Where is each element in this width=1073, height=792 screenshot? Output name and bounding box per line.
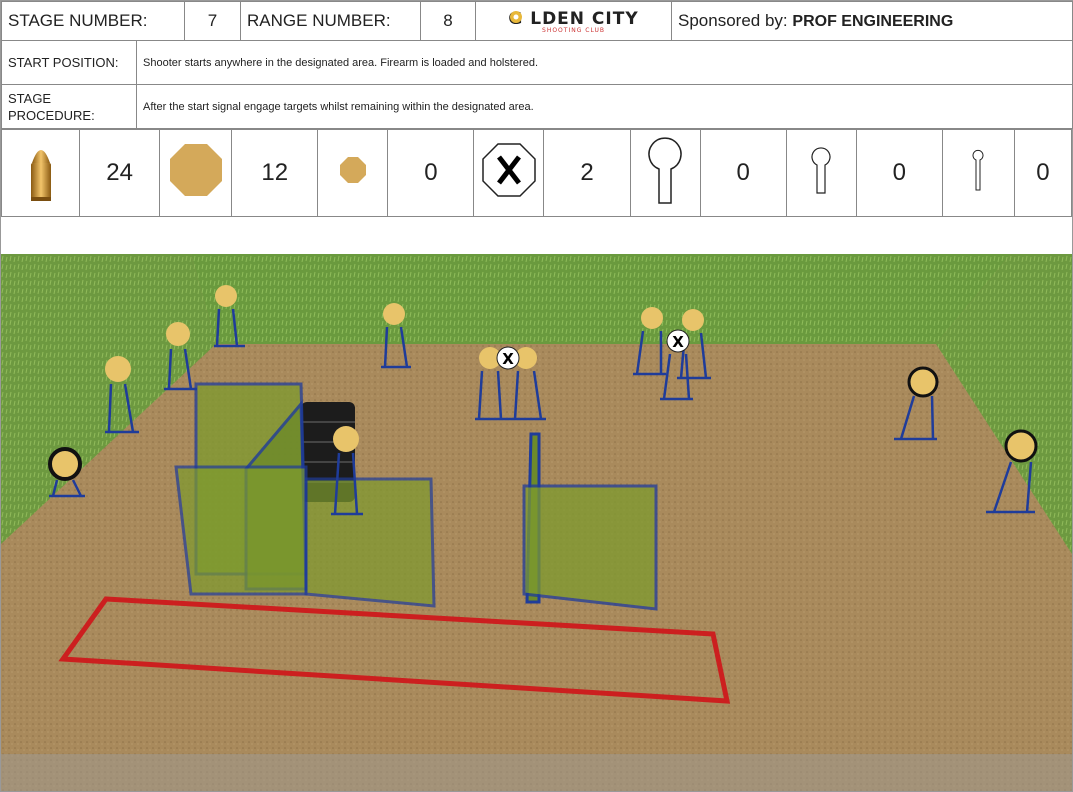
- large-keyhole-target-icon: [630, 130, 700, 217]
- club-logo-text: G LDEN CITY: [508, 9, 638, 29]
- back-berm: [191, 254, 1011, 344]
- bullet-count: 24: [80, 130, 160, 217]
- no-shoot-target-icon: [474, 130, 544, 217]
- stage-header-table: STAGE NUMBER: 7 RANGE NUMBER: 8 G LDEN C…: [1, 1, 1073, 129]
- sponsor-label: Sponsored by:: [678, 11, 788, 30]
- medium-keyhole-target-icon: [786, 130, 856, 217]
- stage-procedure-text: After the start signal engage targets wh…: [137, 85, 1073, 129]
- medium-keyhole-target-count: 0: [856, 130, 942, 217]
- logo-target-icon: [509, 10, 523, 24]
- stage-procedure-label: STAGE PROCEDURE:: [2, 85, 137, 129]
- no-shoot-target-count: 2: [544, 130, 630, 217]
- large-steel-plate-count: 12: [232, 130, 318, 217]
- start-position-label: START POSITION:: [2, 41, 137, 85]
- svg-text:X: X: [502, 350, 514, 368]
- small-steel-plate-icon: [318, 130, 388, 217]
- svg-text:X: X: [672, 333, 684, 351]
- stage-diagram: X X: [1, 254, 1072, 791]
- stage-number-label: STAGE NUMBER:: [2, 2, 185, 41]
- sponsor-name: PROF ENGINEERING: [792, 13, 953, 30]
- start-position-text: Shooter starts anywhere in the designate…: [137, 41, 1073, 85]
- small-keyhole-target-icon: [942, 130, 1014, 217]
- no-shoot-target: X: [497, 347, 519, 369]
- large-keyhole-target-count: 0: [700, 130, 786, 217]
- bullet-icon: [2, 130, 80, 217]
- small-keyhole-target-count: 0: [1014, 130, 1071, 217]
- sponsor-cell: Sponsored by: PROF ENGINEERING: [672, 2, 1073, 41]
- range-number-label: RANGE NUMBER:: [241, 2, 421, 41]
- stage-number-value: 7: [185, 2, 241, 41]
- range-number-value: 8: [421, 2, 476, 41]
- target-count-table: 24 12 0 2 0 0: [1, 129, 1072, 217]
- small-steel-plate-count: 0: [388, 130, 474, 217]
- large-steel-plate-icon: [160, 130, 232, 217]
- club-logo: G LDEN CITY SHOOTING CLUB: [476, 2, 672, 41]
